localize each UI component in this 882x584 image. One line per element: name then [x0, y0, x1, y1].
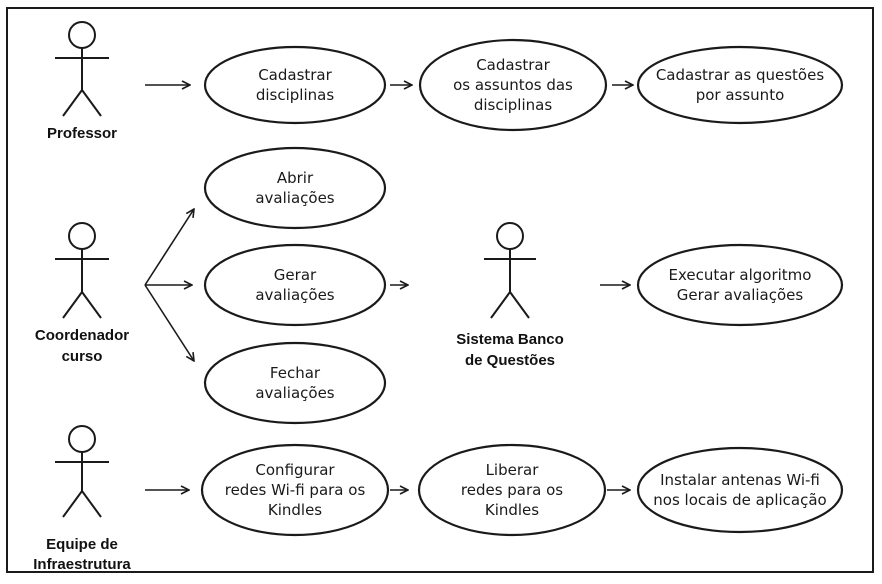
- usecase-ellipse-cadastrar-disciplinas: [203, 45, 387, 125]
- usecase-cadastrar-questoes: Cadastrar as questões por assunto: [655, 66, 825, 104]
- usecase-ellipse-executar-algoritmo: [636, 243, 844, 327]
- diagram-frame: [6, 7, 874, 573]
- arrow-coordinator-to-fechar: [144, 284, 194, 361]
- actor-system-figure: [484, 222, 536, 319]
- actor-label-system: Sistema Banco de Questões: [456, 331, 564, 369]
- usecase-cadastrar-disciplinas: Cadastrar disciplinas: [255, 66, 335, 104]
- usecase-fechar-avaliacoes: Fechar avaliações: [255, 364, 335, 402]
- arrow-coordinator-to-abrir: [144, 209, 194, 286]
- usecase-ellipse-gerar-avaliacoes: [203, 243, 387, 327]
- actor-label-infra: Equipe de Infraestrutura: [33, 536, 131, 573]
- usecase-ellipse-configurar-redes: [200, 443, 390, 537]
- usecase-ellipse-instalar-antenas: [636, 446, 844, 534]
- usecase-cadastrar-assuntos: Cadastrar os assuntos das disciplinas: [453, 56, 573, 114]
- usecase-ellipse-fechar-avaliacoes: [203, 341, 387, 425]
- usecase-gerar-avaliacoes: Gerar avaliações: [255, 266, 335, 304]
- usecase-ellipse-cadastrar-assuntos: [418, 38, 608, 132]
- usecase-ellipse-cadastrar-questoes: [636, 45, 844, 125]
- usecase-instalar-antenas: Instalar antenas Wi-fi nos locais de apl…: [653, 471, 827, 509]
- actor-coordinator-figure: [55, 222, 109, 319]
- actor-label-professor: Professor: [46, 125, 118, 142]
- usecase-liberar-redes: Liberar redes para os Kindles: [460, 461, 564, 519]
- usecase-configurar-redes: Configurar redes Wi-fi para os Kindles: [224, 461, 366, 519]
- actor-infra-figure: [55, 425, 109, 518]
- usecase-ellipse-abrir-avaliacoes: [203, 146, 387, 230]
- usecase-ellipse-liberar-redes: [417, 443, 607, 537]
- actor-professor-figure: [55, 21, 109, 117]
- usecase-executar-algoritmo: Executar algoritmo Gerar avaliações: [668, 266, 812, 304]
- usecase-abrir-avaliacoes: Abrir avaliações: [255, 169, 335, 207]
- actor-label-coordinator: Coordenador curso: [34, 327, 130, 365]
